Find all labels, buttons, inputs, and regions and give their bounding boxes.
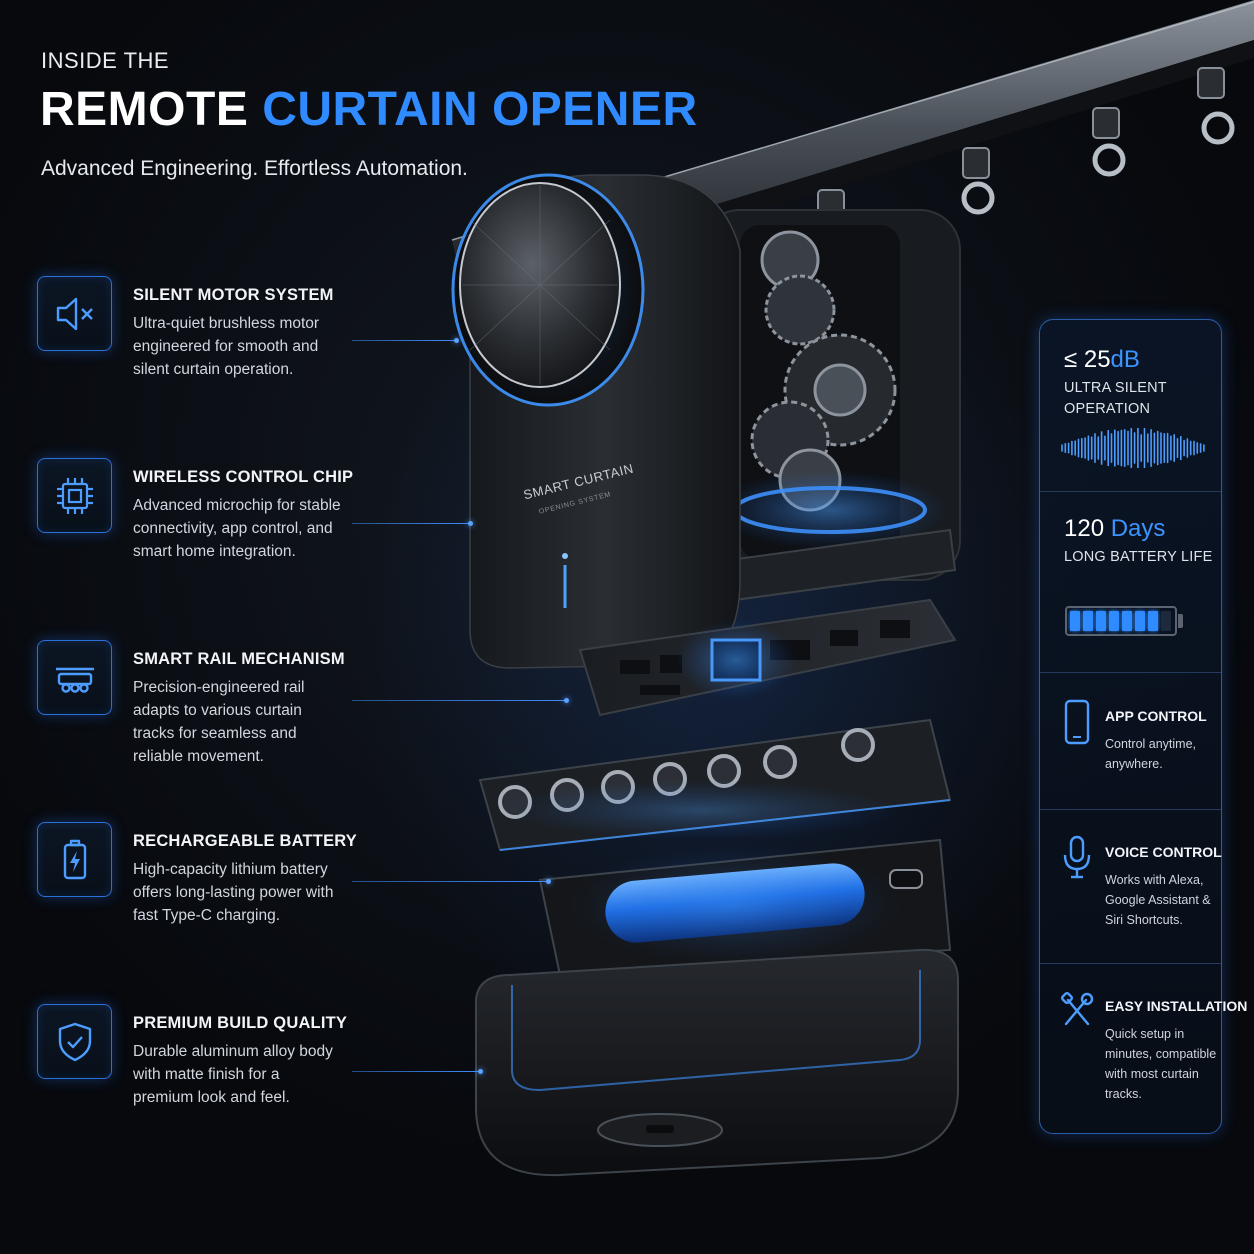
leader-line — [352, 879, 551, 884]
pcb-board — [578, 598, 957, 717]
battery-unit: Days — [1110, 515, 1166, 542]
leader-line — [352, 521, 473, 526]
voice-control-title: VOICE CONTROL — [1105, 844, 1222, 860]
feature-rechargeable-battery: RECHARGEABLE BATTERY High-capacity lithi… — [37, 822, 457, 982]
feature-title: SILENT MOTOR SYSTEM — [133, 286, 334, 304]
battery-caption: LONG BATTERY LIFE — [1064, 549, 1213, 565]
motor-housing — [699, 209, 961, 602]
battery-terminal — [1178, 614, 1183, 628]
leader-line — [352, 698, 569, 703]
divider — [1040, 491, 1221, 492]
base-cover — [475, 948, 959, 1177]
app-control-title: APP CONTROL — [1105, 708, 1207, 724]
battery-stat: 120 Days — [1064, 515, 1165, 543]
feature-description: Advanced microchip for stable connectivi… — [133, 497, 341, 560]
battery-tray — [538, 838, 952, 977]
leader-line — [352, 338, 459, 343]
battery-cell — [1083, 611, 1093, 631]
battery-cell — [1070, 611, 1080, 631]
feature-description: Ultra-quiet brushless motor engineered f… — [133, 315, 320, 378]
divider — [1040, 963, 1221, 964]
noise-caption: ULTRA SILENT OPERATION — [1064, 380, 1167, 417]
page-title: REMOTE CURTAIN OPENER — [40, 82, 698, 137]
rail-icon — [37, 640, 112, 715]
smartphone-icon — [1064, 699, 1090, 745]
shield-check-icon — [37, 1004, 112, 1079]
title-blue-part: CURTAIN OPENER — [262, 83, 698, 136]
main-cover — [451, 173, 741, 669]
battery-value: 120 — [1064, 515, 1105, 542]
leader-line — [352, 1069, 483, 1074]
noise-value: ≤ 25 — [1064, 346, 1111, 373]
battery-cell — [1096, 611, 1106, 631]
easy-installation-description: Quick setup in minutes, compatible with … — [1105, 1027, 1217, 1101]
divider — [1040, 672, 1221, 673]
battery-cell — [1109, 611, 1119, 631]
noise-unit: dB — [1110, 346, 1140, 373]
feature-description: Durable aluminum alloy body with matte f… — [133, 1043, 333, 1106]
feature-description: High-capacity lithium battery offers lon… — [133, 861, 334, 924]
tools-icon — [1060, 991, 1094, 1026]
feature-title: WIRELESS CONTROL CHIP — [133, 468, 354, 486]
battery-cell — [1161, 611, 1171, 631]
roller-assembly — [478, 718, 952, 852]
speaker-mute-icon — [37, 276, 112, 351]
eyebrow-text: INSIDE THE — [41, 48, 170, 73]
feature-title: RECHARGEABLE BATTERY — [133, 832, 358, 850]
battery-bolt-icon — [37, 822, 112, 897]
noise-stat: ≤ 25dB — [1064, 346, 1140, 374]
spec-panel: ≤ 25dB ULTRA SILENT OPERATION 120 Days L… — [1039, 319, 1247, 1134]
chip-icon — [37, 458, 112, 533]
title-white-part: REMOTE — [40, 83, 249, 136]
feature-description: Precision-engineered rail adapts to vari… — [133, 679, 305, 765]
feature-smart-rail: SMART RAIL MECHANISM Precision-engineere… — [37, 640, 457, 800]
feature-wireless-chip: WIRELESS CONTROL CHIP Advanced microchip… — [37, 458, 457, 618]
divider — [1040, 809, 1221, 810]
feature-title: SMART RAIL MECHANISM — [133, 650, 345, 668]
feature-silent-motor: SILENT MOTOR SYSTEM Ultra-quiet brushles… — [37, 276, 457, 436]
battery-cell — [1148, 611, 1158, 631]
microphone-icon — [1063, 835, 1091, 879]
app-control-description: Control anytime, anywhere. — [1105, 737, 1197, 771]
feature-premium-build: PREMIUM BUILD QUALITY Durable aluminum a… — [37, 1004, 457, 1164]
battery-gauge-icon — [1065, 606, 1177, 636]
battery-cell — [1135, 611, 1145, 631]
easy-installation-title: EASY INSTALLATION — [1105, 998, 1248, 1014]
tagline: Advanced Engineering. Effortless Automat… — [41, 157, 468, 180]
feature-title: PREMIUM BUILD QUALITY — [133, 1014, 348, 1032]
sound-wave-icon — [1061, 428, 1205, 468]
voice-control-description: Works with Alexa, Google Assistant & Sir… — [1105, 873, 1211, 927]
battery-cell — [1122, 611, 1132, 631]
